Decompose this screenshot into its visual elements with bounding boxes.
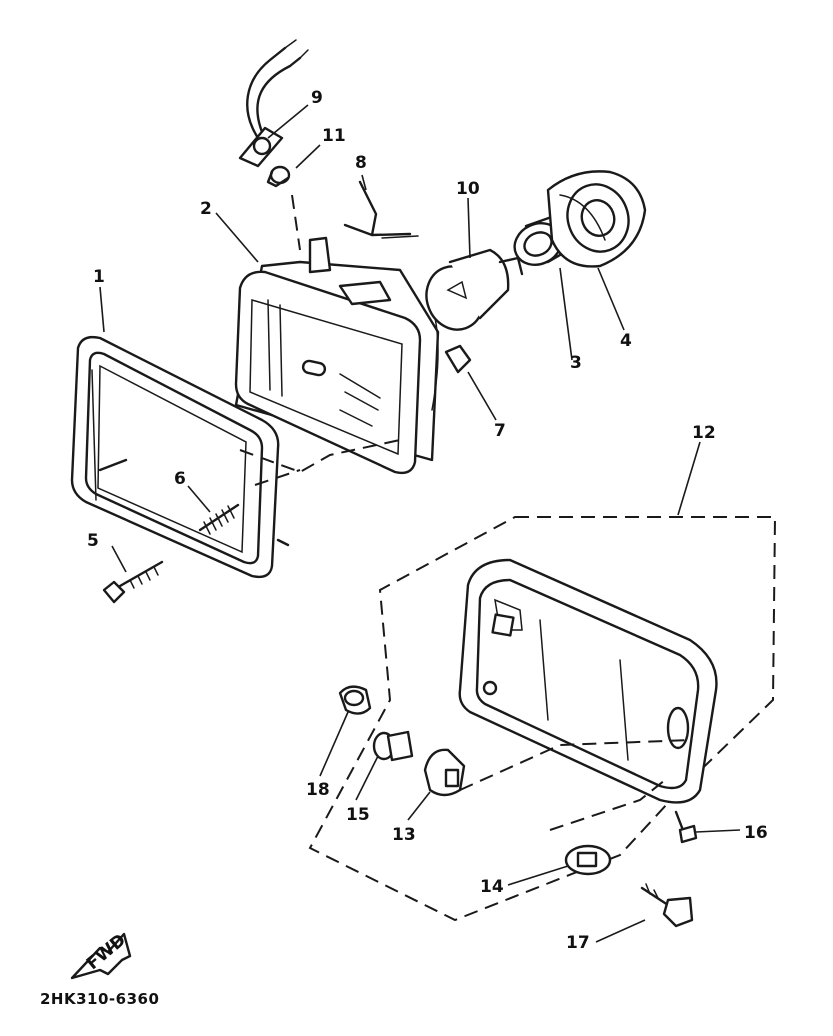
callout-7: 7 (494, 421, 506, 441)
bolt-17 (640, 883, 694, 928)
headlight-rim (70, 335, 290, 579)
callout-1: 1 (93, 267, 105, 287)
bulb-socket (425, 248, 524, 331)
callout-10: 10 (456, 179, 480, 199)
housing-group-boundary (308, 516, 777, 922)
leader-lines (99, 104, 741, 943)
callout-18: 18 (306, 780, 330, 800)
callout-3: 3 (570, 353, 582, 373)
adjusting-spring (198, 503, 240, 535)
cap-18 (338, 685, 372, 715)
callout-5: 5 (87, 531, 99, 551)
screw-16 (674, 810, 698, 844)
headlight-unit (234, 236, 440, 475)
callout-13: 13 (392, 825, 416, 845)
callout-4: 4 (620, 331, 632, 351)
bulb-cover (546, 170, 647, 268)
callout-2: 2 (200, 199, 212, 219)
callout-14: 14 (480, 877, 504, 897)
cover-14 (564, 844, 612, 876)
grommet-13 (423, 748, 466, 797)
headlight-housing (458, 558, 718, 831)
callout-11: 11 (322, 126, 346, 146)
pilot-socket-15 (372, 730, 414, 762)
callout-15: 15 (346, 805, 370, 825)
callout-12: 12 (692, 423, 716, 443)
spring-clip (343, 180, 419, 239)
adjusting-screw (102, 560, 164, 604)
callout-6: 6 (174, 469, 186, 489)
wire-harness (238, 39, 309, 168)
callout-8: 8 (355, 153, 367, 173)
callout-17: 17 (566, 933, 590, 953)
position-bulb (266, 165, 291, 188)
callout-labels: 1 2 3 4 5 6 7 8 9 10 11 12 13 14 15 16 1… (87, 88, 768, 953)
callout-16: 16 (744, 823, 768, 843)
callout-9: 9 (311, 88, 323, 108)
diagram-code: 2HK310-6360 (40, 990, 160, 1008)
fwd-arrow-icon: FWD (70, 930, 132, 980)
grommet (444, 344, 472, 374)
